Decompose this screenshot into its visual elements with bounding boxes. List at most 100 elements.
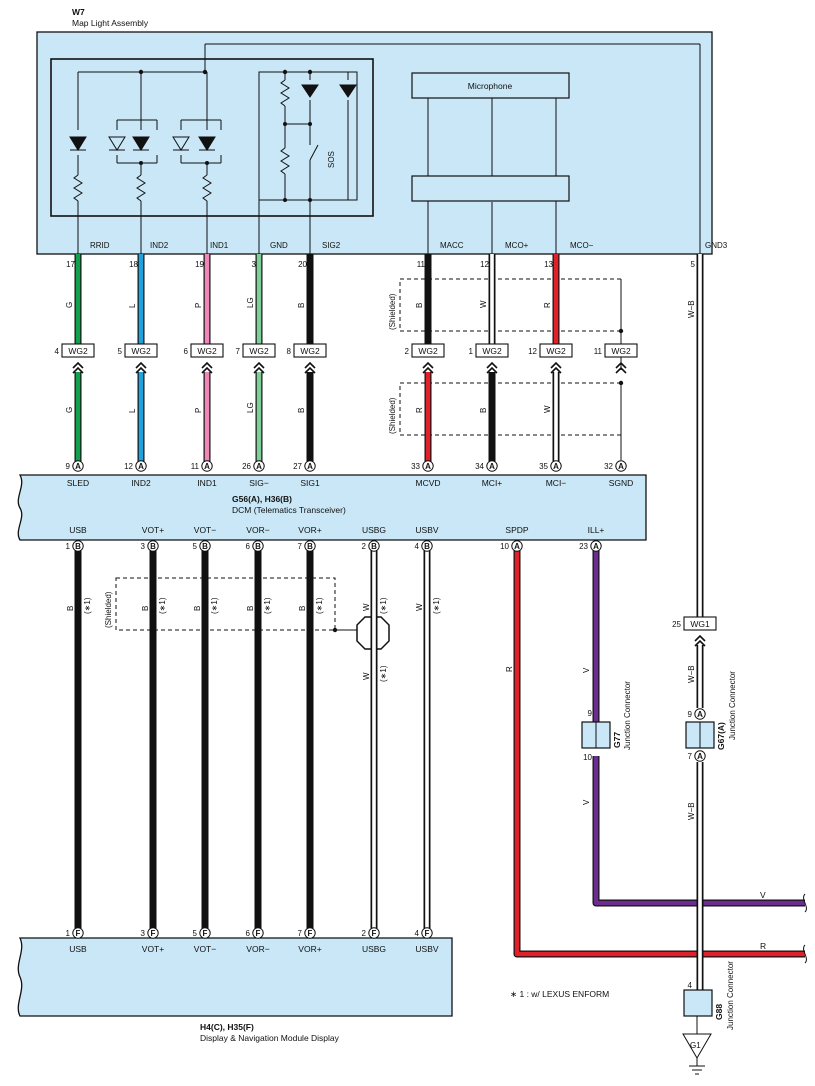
w7-terminal-name: MCO+ [505, 241, 529, 250]
display-code: H4(C), H35(F) [200, 1022, 254, 1032]
wg2-lower-color-code: G [65, 407, 74, 413]
shield-usb-label: (Shielded) [104, 591, 113, 628]
shield-drain-dots [332, 328, 624, 633]
dcm-bottom-pin-letter: B [75, 542, 81, 551]
dcm-top-pin-number: 32 [604, 462, 613, 471]
w7-terminal-name: GND3 [705, 241, 728, 250]
wg2-connector-box [242, 343, 276, 358]
dcm-bottom-terminal-name: VOR− [246, 525, 269, 535]
wg1-color-code: W−B [687, 665, 696, 683]
wg2-connector-label: WG2 [249, 346, 269, 356]
wg2-lower-color-code: LG [246, 402, 255, 413]
wg-chevron-mark [135, 361, 147, 369]
g67-bottom-pin-number: 7 [688, 752, 693, 761]
g77-bottom-pin-number: 10 [583, 753, 592, 762]
dcm-bottom-pin-letter: B [371, 542, 377, 551]
shield-drain-wiring [335, 279, 622, 631]
dcm-top-pin-circle [201, 460, 213, 472]
dcm-bottom-terminal-name: VOT− [194, 525, 216, 535]
dcm-bottom-color-code: V [582, 667, 591, 673]
dcm-bottom-terminal-name: USB [69, 525, 87, 535]
w7-inner-circuit-box [50, 58, 374, 217]
dcm-bottom-pin-circle [72, 540, 84, 552]
w7-terminal-name: MACC [440, 241, 464, 250]
dcm-bottom-note: (∗1) [210, 597, 219, 614]
wg1-pin: 25 [672, 620, 681, 629]
wg2-connector-label: WG2 [482, 346, 502, 356]
dcm-bottom-pin-letter: A [514, 542, 520, 551]
w7-terminal-pin: 17 [66, 260, 75, 269]
w7-wire-color-code: B [415, 303, 424, 308]
wg2-connector-box [190, 343, 224, 358]
dcm-bottom-pin-circle [147, 540, 159, 552]
g67-code: G67(A) [716, 722, 726, 750]
usbg-secondary-note: (∗1) [379, 665, 388, 682]
wg2-lower-color-code: P [194, 408, 203, 413]
w7-terminal-pin: 5 [691, 260, 696, 269]
shield-lower-label: (Shielded) [388, 397, 397, 434]
dcm-bottom-color-code: B [298, 606, 307, 611]
display-terminal-name: VOT− [194, 944, 216, 954]
display-pin-letter: F [256, 929, 261, 938]
wg2-connector-box [124, 343, 158, 358]
w7-terminal-name: MCO− [570, 241, 594, 250]
display-pin-letter: F [308, 929, 313, 938]
dcm-top-terminal-name: SIG1 [300, 478, 320, 488]
dcm-top-pin-letter: A [307, 462, 313, 471]
wg2-lower-color-code: R [415, 407, 424, 413]
g67-bottom-pin-circle [694, 750, 706, 762]
wg2-pin: 1 [469, 347, 474, 356]
wg2-lower-color-code: L [128, 408, 137, 413]
wg-chevron-mark [304, 366, 316, 374]
dcm-bottom-note: (∗1) [158, 597, 167, 614]
dcm-bottom-terminal-name: VOT+ [142, 525, 164, 535]
dcm-top-pin-number: 26 [242, 462, 251, 471]
wire-break-mark [803, 944, 807, 964]
wg-chevron-mark [201, 361, 213, 369]
dcm-top-terminal-name: IND1 [197, 478, 217, 488]
wg-chevron-mark [253, 361, 265, 369]
wg2-connector-label: WG2 [68, 346, 88, 356]
dcm-top-pin-circle [72, 460, 84, 472]
wg2-pin: 7 [236, 347, 241, 356]
display-pin-circle [252, 927, 264, 939]
wg-chevron-mark [201, 366, 213, 374]
w7-wire-color-code: G [65, 302, 74, 308]
dcm-top-pin-circle [615, 460, 627, 472]
wire-break-mark [803, 893, 807, 913]
w7-terminal-name: RRID [90, 241, 110, 250]
dcm-bottom-pin-number: 7 [298, 542, 303, 551]
w7-wire-color-code: W−B [687, 300, 696, 318]
wg-chevron-mark [615, 366, 627, 374]
g67-name: Junction Connector [728, 671, 737, 740]
w7-wire-color-code: LG [246, 297, 255, 308]
footnote: ∗ 1 : w/ LEXUS ENFORM [510, 989, 609, 999]
dcm-top-pin-circle [135, 460, 147, 472]
w7-terminal-pin: 12 [480, 260, 489, 269]
w7-wire-color-code: L [128, 303, 137, 308]
dcm-top-pin-number: 9 [66, 462, 71, 471]
g77-name: Junction Connector [623, 681, 632, 750]
dcm-top-pin-number: 35 [539, 462, 548, 471]
dcm-bottom-pin-number: 2 [362, 542, 367, 551]
w7-junction-dots [138, 69, 313, 202]
display-terminal-name: VOR− [246, 944, 269, 954]
wg2-pin: 4 [55, 347, 60, 356]
dcm-top-pin-letter: A [256, 462, 262, 471]
dcm-top-pin-letter: A [204, 462, 210, 471]
outgoing-red-label: R [760, 941, 766, 951]
display-pin-circle [72, 927, 84, 939]
wg2-lower-color-code: W [543, 405, 552, 413]
display-pin-circle [368, 927, 380, 939]
w7-terminal-pin: 20 [298, 260, 307, 269]
dcm-bottom-pin-letter: B [307, 542, 313, 551]
w7-wire-color-code: R [543, 302, 552, 308]
wg2-pin: 11 [594, 347, 603, 356]
dcm-bottom-pin-number: 3 [141, 542, 146, 551]
dcm-top-pin-circle [486, 460, 498, 472]
display-pin-letter: F [151, 929, 156, 938]
ground-label: G1 [690, 1041, 701, 1050]
shield-upper [399, 278, 622, 332]
dcm-bottom-pin-number: 6 [246, 542, 251, 551]
